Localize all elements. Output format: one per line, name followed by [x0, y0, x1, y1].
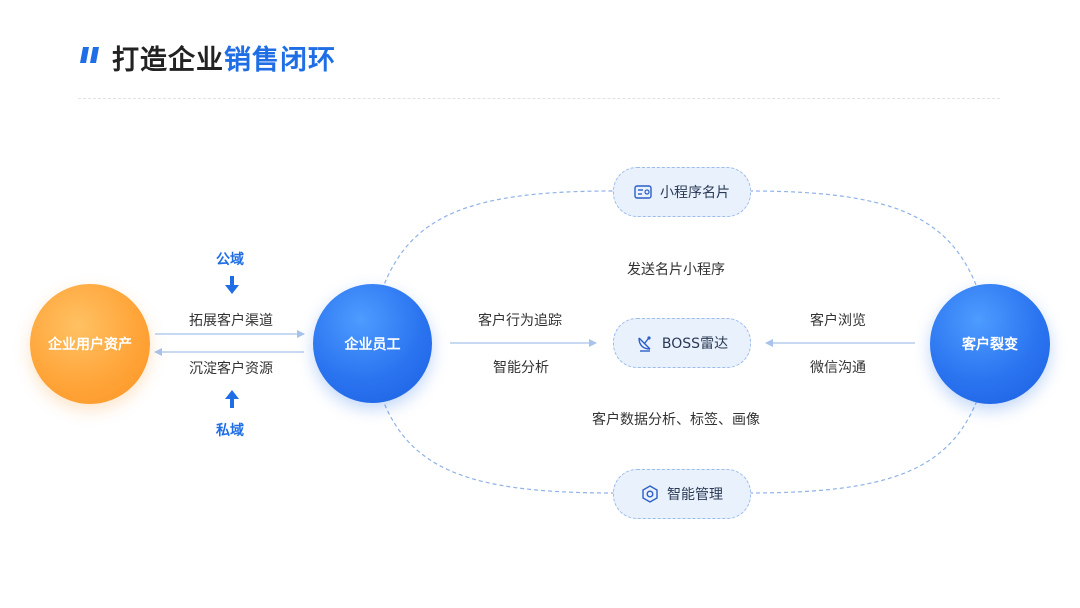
title-mark-icon: [80, 47, 99, 63]
loop-bottom-left: [381, 397, 614, 494]
label-private-domain: 私域: [216, 423, 244, 439]
label-accumulate-resources: 沉淀客户资源: [189, 361, 273, 377]
node-smart-management-label: 智能管理: [667, 487, 723, 503]
node-enterprise-staff-label: 企业员工: [344, 336, 401, 353]
loop-top-right: [748, 190, 979, 291]
loop-bottom-right: [748, 397, 979, 494]
node-enterprise-staff: 企业员工: [313, 284, 432, 403]
label-customer-browse: 客户浏览: [810, 313, 866, 329]
label-expand-channels: 拓展客户渠道: [189, 313, 273, 329]
header-divider: [78, 98, 1000, 99]
label-smart-analysis: 智能分析: [493, 360, 549, 376]
node-mini-program-card-label: 小程序名片: [660, 185, 730, 201]
node-enterprise-user-assets-label: 企业用户资产: [48, 337, 132, 353]
radar-icon: [638, 336, 651, 352]
node-boss-radar: BOSS雷达: [613, 318, 751, 368]
node-smart-management: 智能管理: [613, 469, 751, 519]
node-customer-fission-label: 客户裂变: [962, 337, 1018, 353]
hexagon-gear-icon: [642, 485, 658, 503]
label-send-card: 发送名片小程序: [627, 262, 725, 278]
node-customer-fission: 客户裂变: [930, 284, 1050, 404]
label-public-domain: 公域: [216, 252, 244, 268]
up-arrow-icon: [225, 390, 239, 408]
label-wechat-comm: 微信沟通: [810, 360, 866, 376]
title-highlight: 销售闭环: [224, 45, 336, 76]
node-boss-radar-label: BOSS雷达: [661, 336, 729, 352]
node-enterprise-user-assets: 企业用户资产: [30, 284, 150, 404]
down-arrow-icon: [225, 276, 239, 294]
label-data-analysis: 客户数据分析、标签、画像: [592, 412, 760, 428]
node-mini-program-card: 小程序名片: [613, 167, 751, 217]
label-behavior-tracking: 客户行为追踪: [478, 313, 562, 329]
id-card-icon: [634, 185, 652, 199]
title-main: 打造企业: [112, 45, 224, 76]
loop-top-left: [381, 190, 614, 291]
page-title: 打造企业销售闭环: [112, 38, 336, 77]
